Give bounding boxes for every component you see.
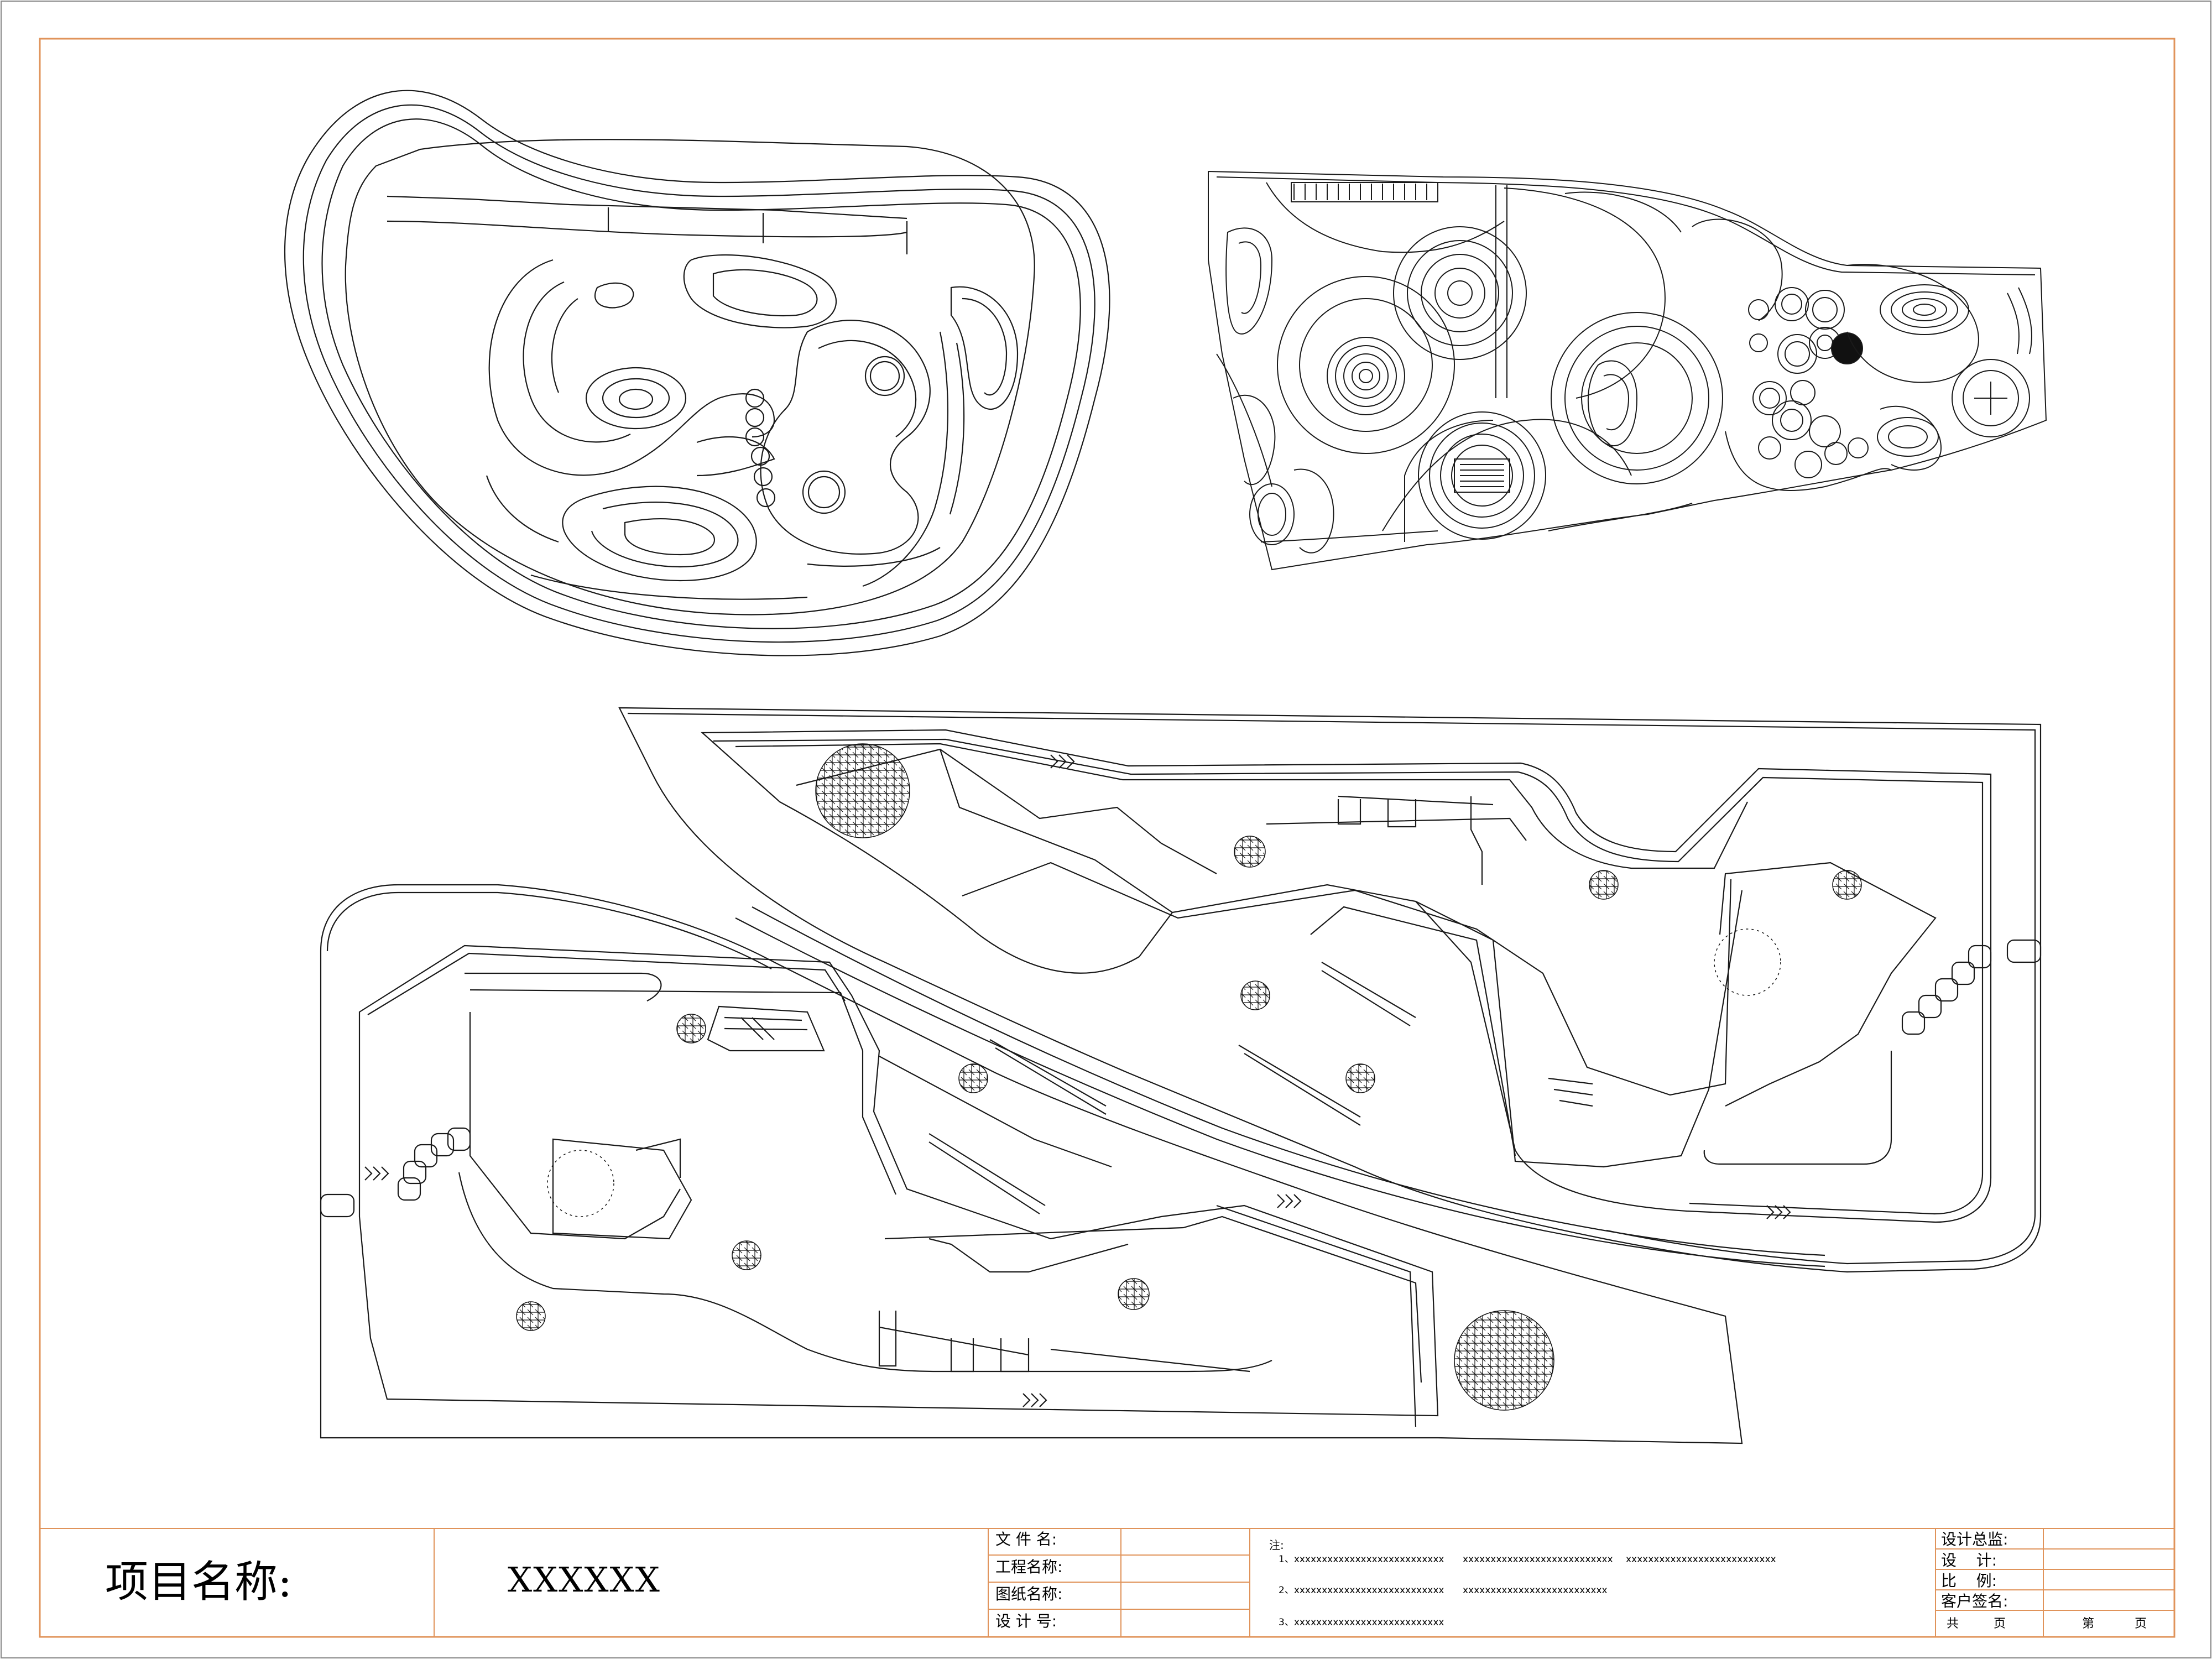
note-line-1a: 1、xxxxxxxxxxxxxxxxxxxxxxxxxxx: [1279, 1554, 1444, 1565]
project-name-value: XXXXXX: [508, 1559, 661, 1600]
notes-heading: 注:: [1269, 1538, 1284, 1552]
file-name-label: 文 件 名:: [995, 1530, 1057, 1548]
scale-label: 比 例:: [1941, 1572, 1997, 1590]
total-pages-label: 共: [1947, 1617, 1959, 1631]
design-director-label: 设计总监:: [1941, 1530, 2008, 1548]
drawing-frame: [39, 38, 2176, 1638]
project-name-label: 项目名称:: [105, 1557, 293, 1607]
note-line-1c: xxxxxxxxxxxxxxxxxxxxxxxxxxx: [1626, 1554, 1776, 1565]
drawing-name-label: 图纸名称:: [995, 1585, 1063, 1603]
total-pages-unit: 页: [1994, 1617, 2006, 1631]
circular-plaza-plan: [1208, 170, 2047, 571]
note-line-3a: 3、xxxxxxxxxxxxxxxxxxxxxxxxxxx: [1279, 1617, 1444, 1628]
note-line-2b: xxxxxxxxxxxxxxxxxxxxxxxxxx: [1463, 1585, 1608, 1596]
tree-symbols: [516, 743, 1862, 1411]
page-number-unit: 页: [2135, 1617, 2147, 1631]
note-line-1b: xxxxxxxxxxxxxxxxxxxxxxxxxxx: [1463, 1554, 1613, 1565]
client-signature-label: 客户签名:: [1941, 1592, 2008, 1610]
page-number-label: 第: [2082, 1617, 2095, 1631]
pond-garden-plan: [284, 90, 1110, 656]
design-number-label: 设 计 号:: [995, 1612, 1057, 1630]
title-block: [39, 1528, 2175, 1637]
note-line-2a: 2、xxxxxxxxxxxxxxxxxxxxxxxxxxx: [1279, 1585, 1444, 1596]
project-title-label: 工程名称:: [995, 1558, 1063, 1576]
designer-label: 设 计:: [1941, 1551, 1997, 1569]
zigzag-park-plan: [320, 707, 2042, 1444]
